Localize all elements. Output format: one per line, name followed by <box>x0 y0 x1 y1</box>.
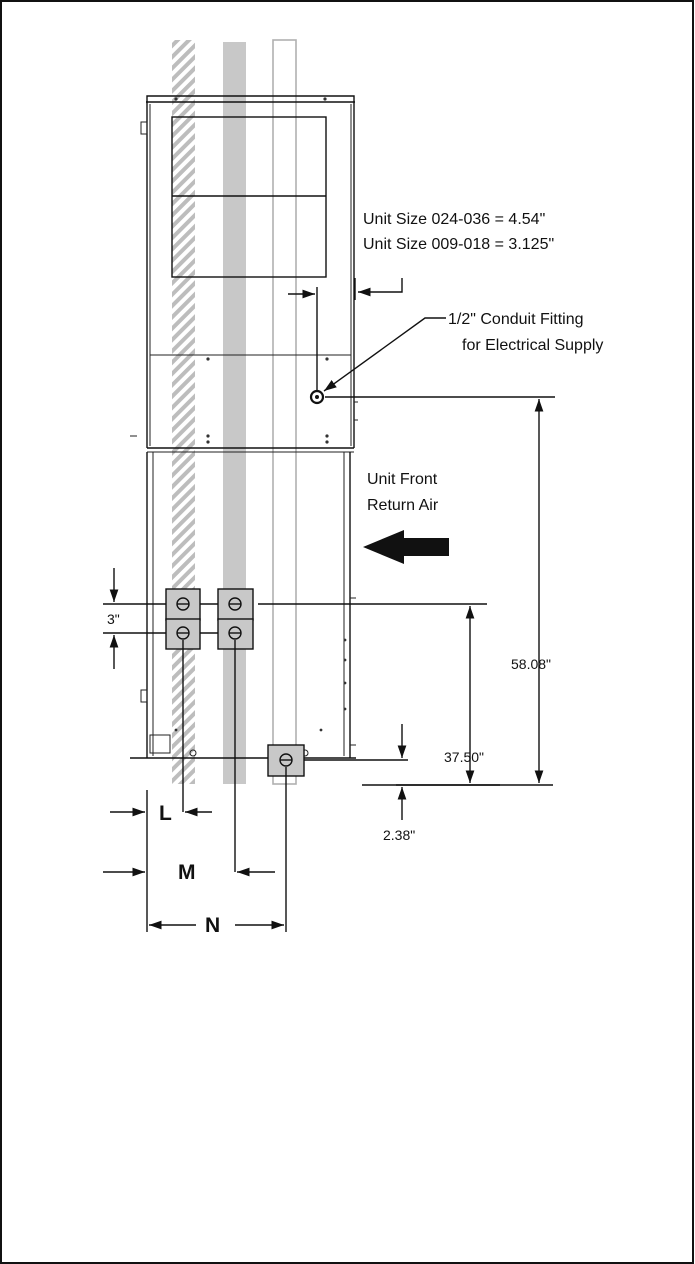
return-air-arrow <box>363 530 449 564</box>
dim-M-label: M <box>178 861 196 884</box>
pipe-connection-1 <box>165 588 201 621</box>
dim-N-label: N <box>205 914 220 937</box>
dim-pipes-label: 37.50" <box>444 749 484 765</box>
return-air-label-line2: Return Air <box>367 497 439 514</box>
dim-bottom-label: 2.38" <box>383 827 415 843</box>
conduit-label-line2: for Electrical Supply <box>462 337 603 354</box>
return-air-label-line1: Unit Front <box>367 471 438 488</box>
pipe-band-outline <box>272 39 297 785</box>
pipe-connection-3 <box>217 588 254 621</box>
dim-overall-label: 58.08" <box>511 656 551 672</box>
dim-spacing-label: 3" <box>107 611 120 627</box>
conduit-fitting <box>309 389 325 405</box>
conduit-label-line1: 1/2" Conduit Fitting <box>448 311 584 328</box>
unit-size-small-label: Unit Size 009-018 = 3.125" <box>363 236 554 253</box>
filter-panel <box>171 116 327 278</box>
unit-size-large-label: Unit Size 024-036 = 4.54" <box>363 211 545 228</box>
dim-L-label: L <box>159 802 172 825</box>
